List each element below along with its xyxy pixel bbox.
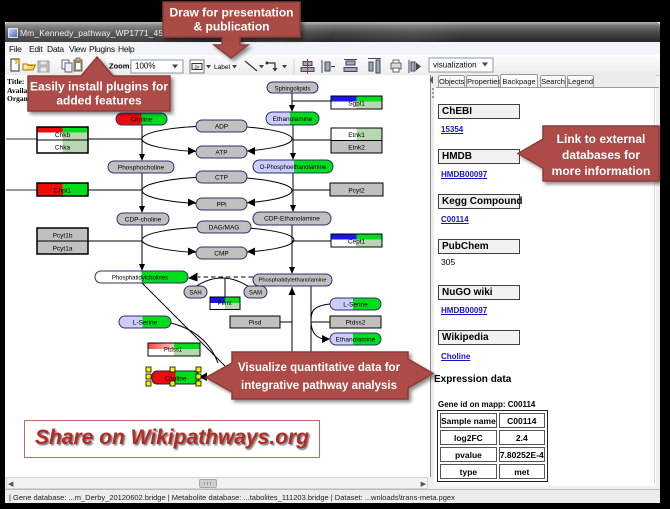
svg-text:CDP-Ethanolamine: CDP-Ethanolamine bbox=[264, 216, 320, 223]
svg-text:Pisd: Pisd bbox=[249, 320, 262, 327]
svg-text:Ptdss1: Ptdss1 bbox=[164, 348, 183, 354]
svg-text:SAM: SAM bbox=[249, 291, 262, 297]
svg-text:PPi: PPi bbox=[216, 202, 226, 209]
svg-text:& publication: & publication bbox=[194, 20, 270, 34]
svg-text:more information: more information bbox=[552, 164, 651, 178]
svg-text:ATP: ATP bbox=[215, 150, 227, 157]
svg-text:CDP-choline: CDP-choline bbox=[125, 217, 162, 224]
svg-text:Pemt: Pemt bbox=[217, 301, 231, 307]
svg-text:Phosphatidylcholines: Phosphatidylcholines bbox=[112, 276, 168, 282]
svg-text:L-Serine: L-Serine bbox=[133, 320, 158, 327]
svg-text:Chkb: Chkb bbox=[55, 132, 71, 139]
svg-text:100%: 100% bbox=[135, 62, 155, 71]
svg-text:Etnk2: Etnk2 bbox=[348, 145, 365, 152]
svg-text:Easily install plugins for: Easily install plugins for bbox=[30, 80, 168, 94]
svg-text:Sphingolipids: Sphingolipids bbox=[275, 87, 311, 93]
svg-text:Choline: Choline bbox=[164, 376, 186, 383]
svg-text:Phosphatidylethanolamine: Phosphatidylethanolamine bbox=[258, 278, 326, 284]
svg-text:databases for: databases for bbox=[562, 148, 640, 162]
svg-text:Link to external: Link to external bbox=[557, 132, 646, 146]
svg-text:Pcyt2: Pcyt2 bbox=[348, 188, 365, 195]
svg-text:L-Serine: L-Serine bbox=[343, 302, 368, 309]
svg-text:Draw for presentation: Draw for presentation bbox=[169, 6, 293, 20]
svg-text:Etnk1: Etnk1 bbox=[348, 132, 365, 139]
svg-text:visualization: visualization bbox=[433, 61, 477, 70]
svg-text:Ethanolamine: Ethanolamine bbox=[336, 337, 376, 344]
svg-text:Choline: Choline bbox=[130, 117, 152, 124]
svg-text:Label: Label bbox=[214, 64, 230, 71]
svg-text:Chka: Chka bbox=[55, 145, 71, 152]
svg-text:Cept1: Cept1 bbox=[348, 239, 366, 246]
svg-text:ADP: ADP bbox=[215, 124, 228, 131]
svg-text:O-Phosphoethanolamine: O-Phosphoethanolamine bbox=[260, 165, 327, 171]
svg-text:SAH: SAH bbox=[189, 291, 201, 297]
svg-text:Ethanolamine: Ethanolamine bbox=[273, 116, 313, 123]
svg-text:Sgpl1: Sgpl1 bbox=[348, 101, 365, 108]
svg-text:Ptdss2: Ptdss2 bbox=[346, 320, 366, 327]
svg-text:Visualize quantitative data f: Visualize quantitative data for bbox=[238, 362, 401, 374]
svg-text:DAG/MAG: DAG/MAG bbox=[209, 225, 240, 232]
svg-text:Phosphocholine: Phosphocholine bbox=[118, 165, 165, 172]
svg-text:Pcyt1a: Pcyt1a bbox=[53, 246, 73, 253]
svg-text:2x: 2x bbox=[195, 65, 201, 70]
svg-text:added features: added features bbox=[56, 94, 142, 108]
svg-text:CTP: CTP bbox=[215, 175, 228, 182]
svg-text:Pcyt1b: Pcyt1b bbox=[53, 233, 73, 240]
svg-text:Chpt1: Chpt1 bbox=[54, 188, 72, 195]
svg-text:CMP: CMP bbox=[214, 251, 228, 258]
svg-text:Zoom:: Zoom: bbox=[109, 62, 132, 71]
svg-text:integrative pathway analysis: integrative pathway analysis bbox=[241, 380, 397, 392]
